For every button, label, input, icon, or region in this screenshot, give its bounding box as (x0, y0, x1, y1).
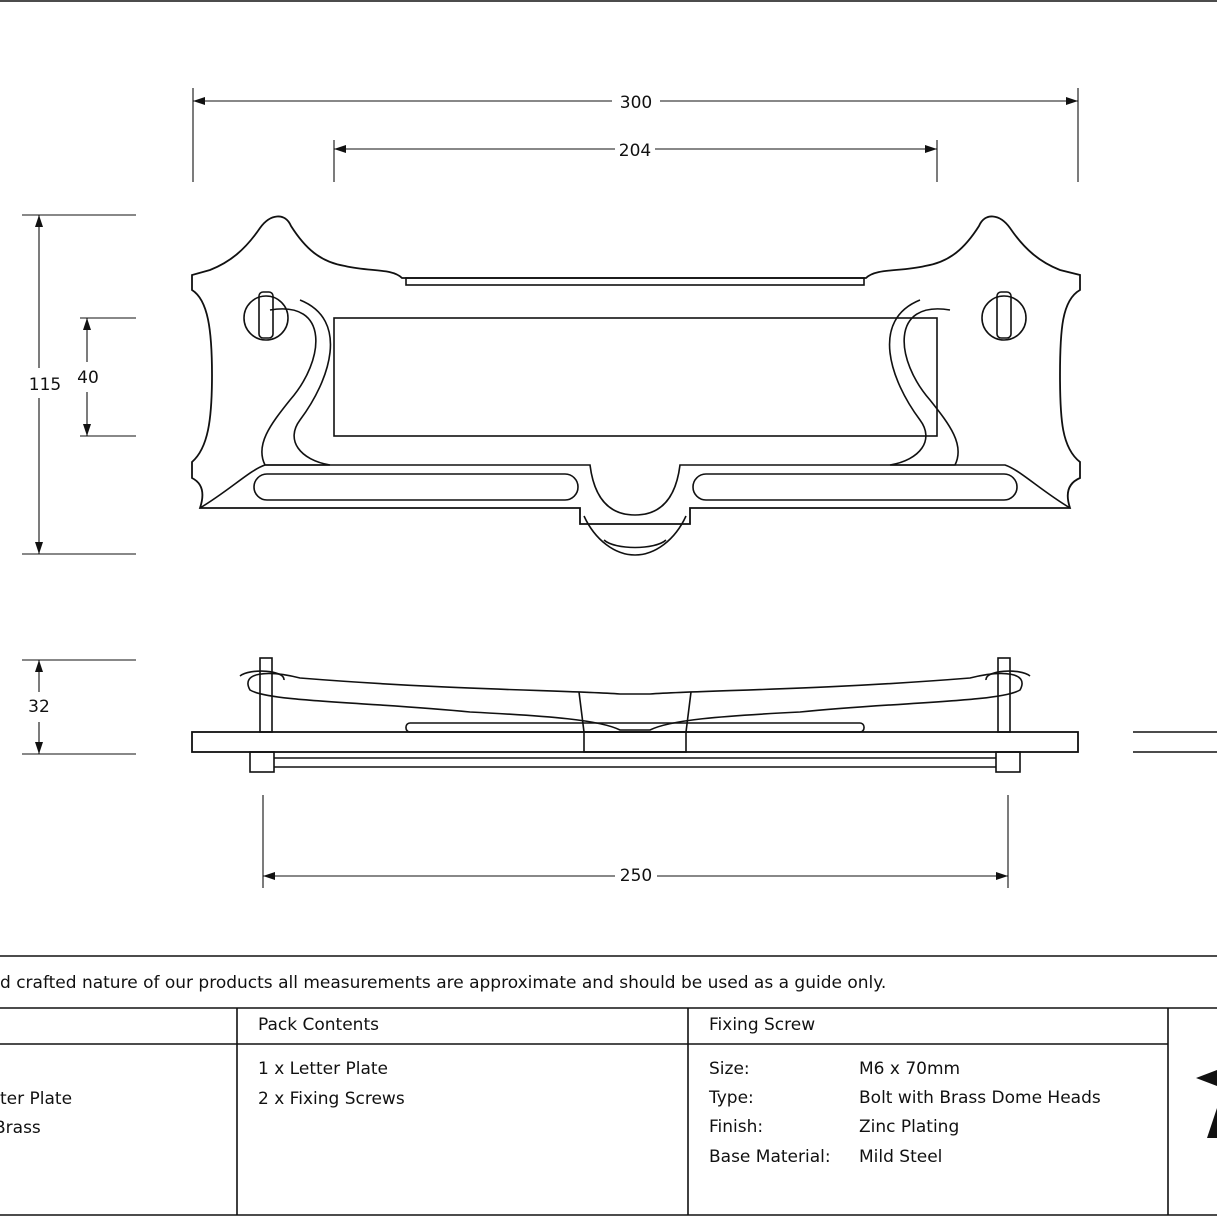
aperture (333, 317, 938, 437)
side-left-wing (239, 670, 285, 681)
fixing-screw-header: Fixing Screw (709, 1015, 815, 1035)
pack-item-1: 1 x Letter Plate (258, 1059, 388, 1079)
top-lip (405, 277, 865, 286)
screw-size-value: M6 x 70mm (859, 1059, 960, 1079)
disclaimer: d crafted nature of our products all mea… (0, 973, 886, 993)
front-view (191, 215, 1081, 556)
dim-slot-height: 40 (77, 368, 99, 388)
pack-item-2: 2 x Fixing Screws (258, 1089, 405, 1109)
side-left-screwhead (249, 751, 275, 773)
right-pill-slot (692, 473, 1018, 501)
star-logo-icon-lower (1207, 1108, 1217, 1138)
spec-table: d crafted nature of our products all mea… (0, 955, 1217, 1216)
screw-finish-label: Finish: (709, 1117, 763, 1137)
side-seam-left (578, 691, 585, 733)
dim-slot-width: 204 (619, 141, 651, 161)
left-pill-slot (253, 473, 579, 501)
col1-line-1: ter Plate (0, 1089, 72, 1109)
dim-projection: 32 (28, 697, 50, 717)
left-knob-post (258, 291, 274, 339)
side-lip (405, 722, 865, 733)
left-knob (243, 295, 289, 341)
side-right-wing (985, 670, 1031, 681)
col1-line-2: Brass (0, 1118, 41, 1138)
inner-border (199, 464, 1071, 516)
screw-finish-value: Zinc Plating (859, 1117, 959, 1137)
side-right-screwhead (995, 751, 1021, 773)
dim-overall-height: 115 (29, 375, 61, 395)
dim-overall-width: 300 (620, 93, 652, 113)
dim-fixing-centres: 250 (620, 866, 652, 886)
bottom-drop-inner (603, 539, 667, 549)
right-knob (981, 295, 1027, 341)
pack-contents-header: Pack Contents (258, 1015, 379, 1035)
screw-material-label: Base Material: (709, 1147, 831, 1167)
letter-plate-outline (191, 215, 1081, 525)
bottom-drop (583, 515, 687, 556)
side-right-post (997, 657, 1011, 733)
screw-type-label: Type: (708, 1088, 754, 1108)
star-logo-icon (1196, 1070, 1217, 1086)
right-knob-post (996, 291, 1012, 339)
dimensions: 300 204 115 40 32 (22, 88, 1079, 888)
side-left-post (259, 657, 273, 733)
screw-size-label: Size: (709, 1059, 750, 1079)
side-knocker (247, 672, 1023, 731)
screw-material-value: Mild Steel (859, 1147, 942, 1167)
side-plate (191, 731, 1079, 753)
side-view (191, 657, 1217, 773)
side-seam-right (685, 691, 692, 733)
screw-type-value: Bolt with Brass Dome Heads (859, 1088, 1101, 1108)
